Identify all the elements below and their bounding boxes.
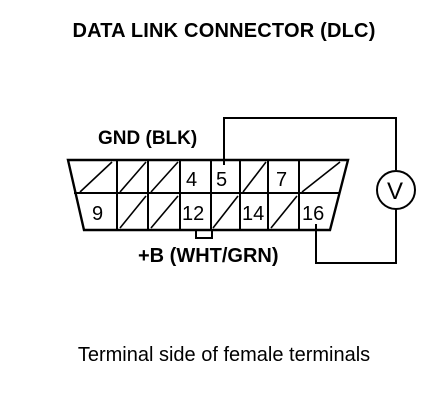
terminal-16: 16 [302,203,324,225]
power-label: +B (WHT/GRN) [138,245,279,267]
terminal-14: 14 [242,203,264,225]
bottom-row-terminal-numbers: 9 12 14 16 [92,203,324,225]
terminal-9: 9 [92,203,103,225]
unused-terminal-slashes-top [79,161,341,193]
power-wire [315,209,397,264]
diagram-title: DATA LINK CONNECTOR (DLC) [72,20,376,42]
top-row-dividers [116,160,300,193]
terminal-12: 12 [182,203,204,225]
gnd-label: GND (BLK) [98,128,197,149]
terminal-4: 4 [186,169,197,191]
diagram-caption: Terminal side of female terminals [77,344,371,366]
terminal-7: 7 [276,169,287,191]
terminal-5: 5 [216,169,227,191]
bottom-row-dividers [116,193,300,230]
connector-key-tab [195,230,213,239]
voltmeter-symbol: V [387,178,403,205]
connector-outline [66,158,350,232]
top-row-terminal-numbers: 4 5 7 [186,169,287,191]
gnd-wire [223,117,397,170]
unused-terminal-slashes-bottom [119,195,298,229]
